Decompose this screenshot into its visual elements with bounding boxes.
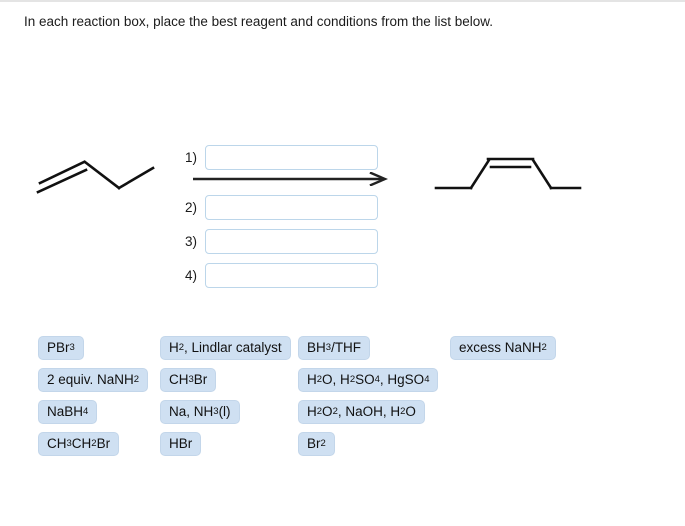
slot-number-1: 1) [185, 149, 198, 165]
double-bond-line-b [38, 160, 86, 185]
reagent-slot-row-3: 3) [185, 227, 390, 255]
bond-c2-c3 [83, 160, 121, 190]
reaction-scheme: 1) 2) 3) 4) [0, 130, 685, 300]
bond-c3-c4 [117, 166, 155, 190]
page-title: In each reaction box, place the best rea… [24, 14, 494, 29]
slot-number-3: 3) [185, 233, 198, 249]
double-bond-line-a [36, 168, 88, 194]
bond-c2-c3 [469, 158, 491, 190]
reagent-slot-row-2: 2) [185, 193, 390, 221]
arrow-head [369, 171, 389, 187]
reagent-input-4[interactable] [205, 262, 378, 288]
reagent-slot-row-4: 4) [185, 261, 390, 289]
reagent-slot-list: 1) 2) 3) 4) [185, 143, 390, 295]
reaction-arrow [191, 171, 389, 187]
reagent-chip[interactable]: HBr [160, 432, 202, 456]
top-divider [0, 0, 685, 2]
slot-number-4: 4) [185, 267, 198, 283]
reagent-slot-row-1: 1) [185, 143, 390, 171]
reagent-input-2[interactable] [205, 194, 378, 220]
reactant-structure [30, 146, 162, 194]
reagent-input-3[interactable] [205, 228, 378, 254]
bond-c4-c5 [531, 158, 553, 190]
product-structure [433, 146, 583, 194]
slot-number-2: 2) [185, 199, 198, 215]
reagent-input-1[interactable] [205, 144, 378, 170]
